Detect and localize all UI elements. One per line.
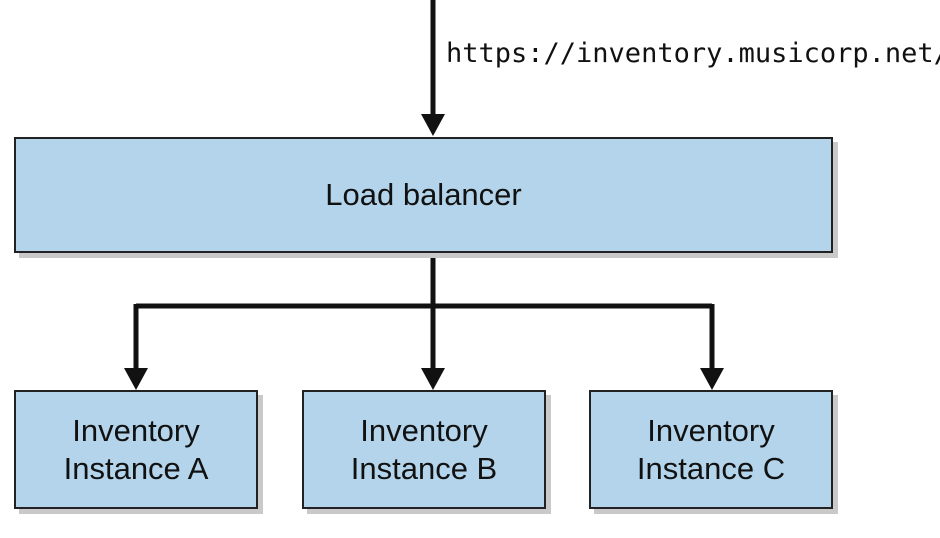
load-balancer-label: Load balancer [325, 177, 522, 212]
request-url-label: https://inventory.musicorp.net/ [446, 38, 940, 69]
inventory-instance-c-box: Inventory Instance C [589, 390, 833, 509]
instance-b-line2: Instance B [350, 450, 498, 486]
instance-a-line2: Instance A [63, 450, 209, 486]
distribution-connector [133, 253, 715, 370]
load-balancer-box: Load balancer [14, 137, 833, 253]
incoming-request-arrow [421, 0, 445, 136]
inventory-instance-a-box: Inventory Instance A [14, 390, 258, 509]
arrow-to-instance-b [421, 368, 445, 390]
instance-c-line2: Instance C [636, 450, 786, 486]
instance-b-line1: Inventory [360, 412, 488, 448]
arrow-to-instance-c [700, 368, 724, 390]
inventory-instance-b-box: Inventory Instance B [302, 390, 546, 509]
arrow-to-instance-a [124, 368, 148, 390]
instance-c-line1: Inventory [647, 412, 775, 448]
instance-a-line1: Inventory [72, 412, 200, 448]
